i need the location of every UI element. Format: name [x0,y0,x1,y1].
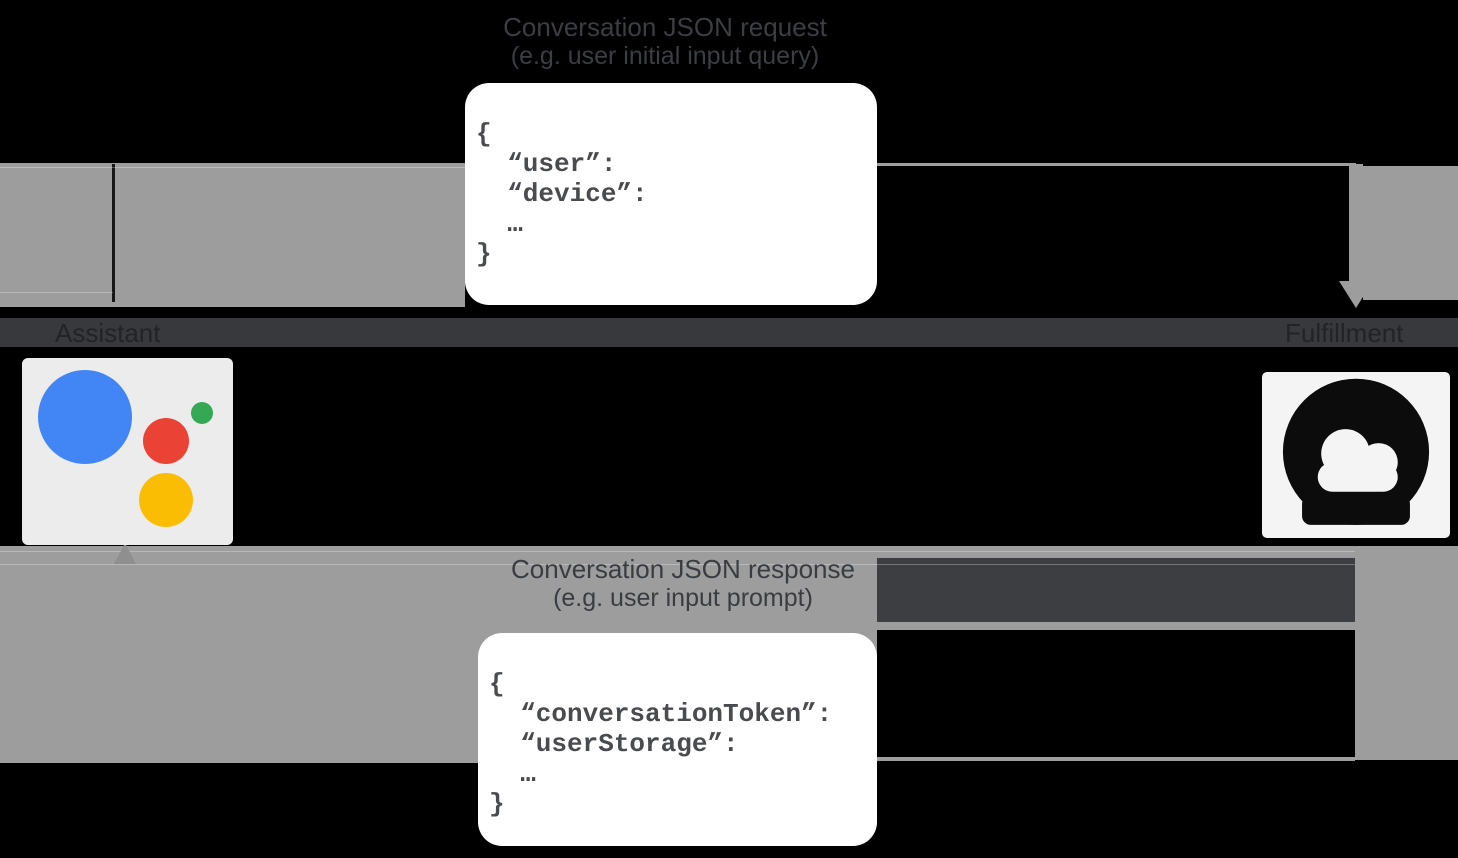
fulfillment-panel [1262,372,1450,538]
request-payload-box: { “user”: “device”: … } [465,83,877,305]
assistant-label: Assistant [55,318,161,348]
assistant-yellow-circle [139,473,193,527]
response-arrow-edge [0,551,1355,552]
request-arrow-right-fill [1363,166,1458,300]
request-flow-label: Conversation JSON request (e.g. user ini… [355,12,975,71]
response-payload-box: { “conversationToken”: “userStorage”: … … [478,633,877,846]
response-arrow-band-dark-patch [877,558,1355,622]
request-flow-label-line2: (e.g. user initial input query) [510,42,820,70]
request-arrow-band-gap [112,164,115,302]
cloud-icon [1282,378,1430,525]
assistant-red-circle [143,418,189,464]
fulfillment-label: Fulfillment [1285,318,1404,348]
arrow-up-icon [114,543,136,564]
entity-band [0,318,1458,347]
response-payload-code: { “conversationToken”: “userStorage”: … … [489,669,833,819]
request-flow-label-line1: Conversation JSON request [503,12,827,42]
request-arrow-line [460,163,1356,166]
request-payload-code: { “user”: “device”: … } [476,119,648,269]
response-arrow-edge [0,564,1355,565]
request-arrow-band [0,163,465,307]
request-arrow-edge [0,167,465,168]
response-flow-label-line2: (e.g. user input prompt) [553,584,813,612]
assistant-panel [22,358,233,545]
assistant-green-circle [191,402,213,424]
request-arrow-line [1349,164,1363,282]
response-arrow-right-fill [1355,546,1458,760]
arrow-down-icon [1339,281,1373,308]
request-arrow-edge [0,292,113,293]
assistant-blue-circle [38,370,132,464]
response-flow-label-line1: Conversation JSON response [511,554,855,584]
response-flow-label: Conversation JSON response (e.g. user in… [373,554,993,613]
